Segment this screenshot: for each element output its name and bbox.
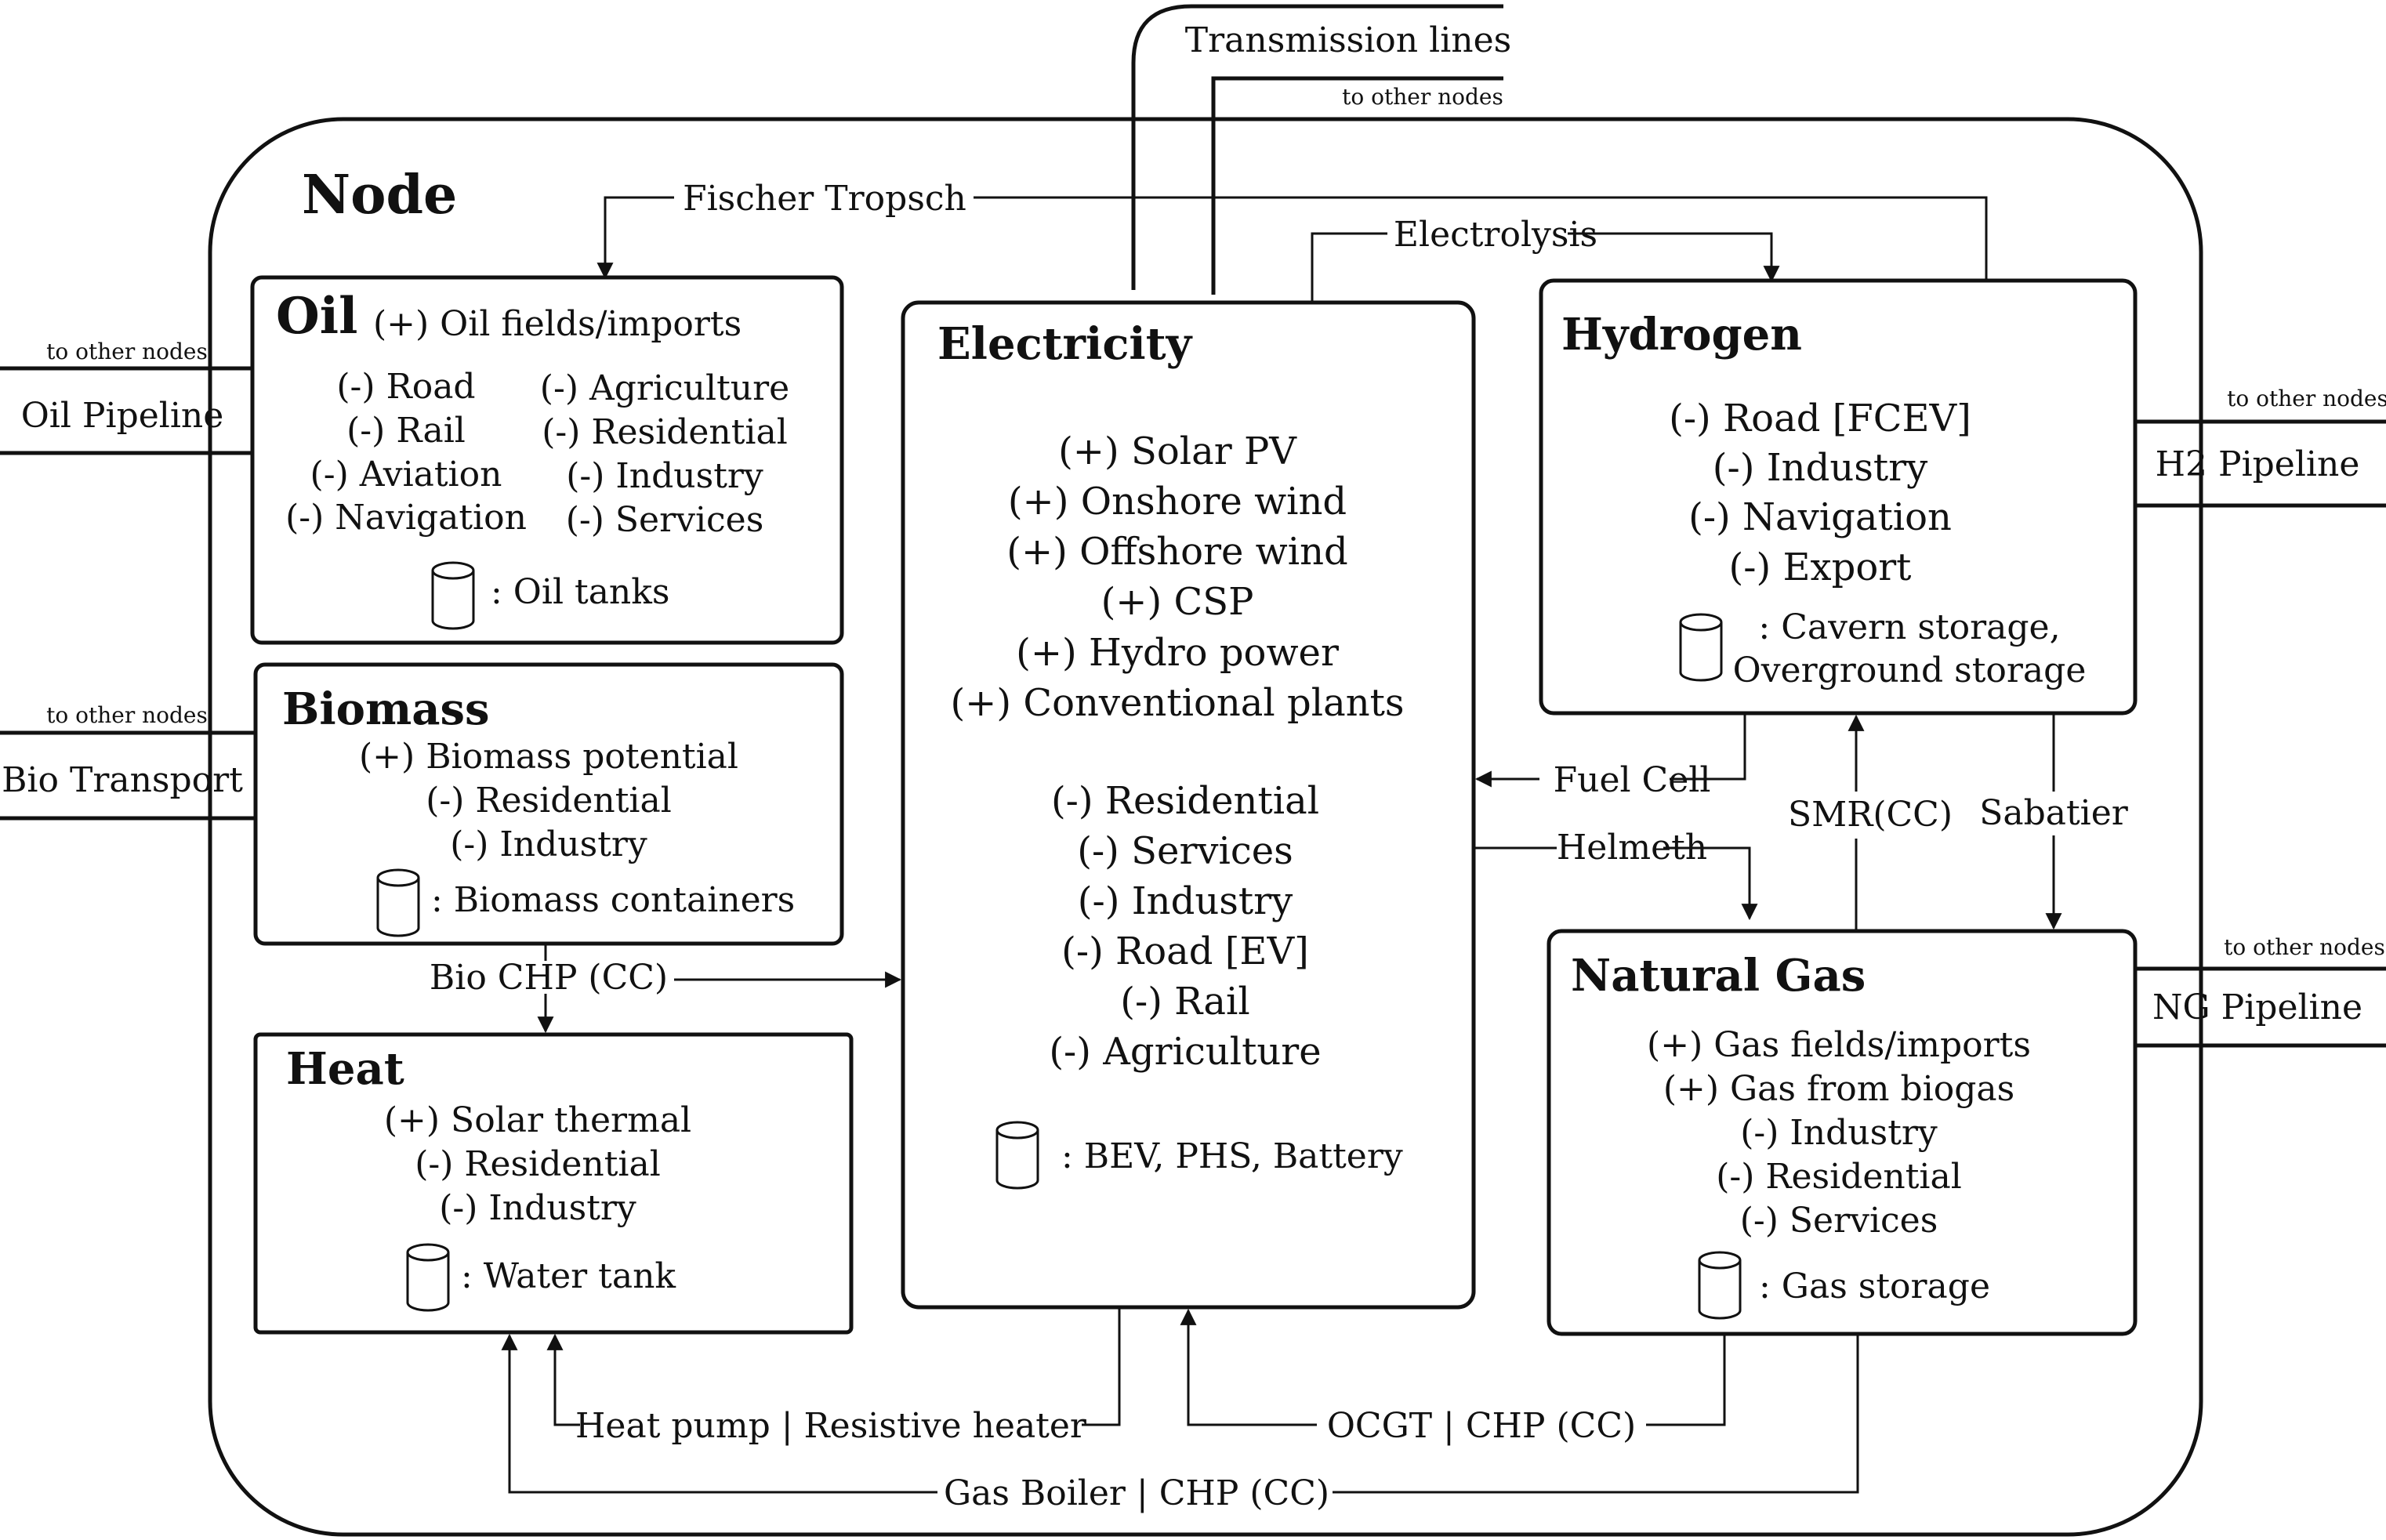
smr-label: SMR(CC) xyxy=(1788,795,1953,835)
elec-road-ev: (-) Road [EV] xyxy=(1061,929,1309,973)
ng-pipeline-other-nodes: to other nodes xyxy=(2224,934,2385,960)
elec-storage: : BEV, PHS, Battery xyxy=(1061,1136,1403,1176)
transmission-lines-label: Transmission lines xyxy=(1185,20,1511,60)
bio-transport-label: Bio Transport xyxy=(2,760,243,800)
heat-box: Heat (+) Solar thermal (-) Residential (… xyxy=(253,1032,854,1335)
electrolysis-link: Electrolysis xyxy=(1311,215,1780,303)
biomass-residential: (-) Residential xyxy=(426,781,672,821)
biomass-industry: (-) Industry xyxy=(450,824,647,864)
h2-industry: (-) Industry xyxy=(1713,446,1927,490)
oil-demand-industry: (-) Industry xyxy=(566,456,763,496)
gas-boiler-link: Gas Boiler | CHP (CC) xyxy=(501,1333,1859,1513)
oil-demand-agriculture: (-) Agriculture xyxy=(540,368,789,408)
biomass-box: Biomass (+) Biomass potential (-) Reside… xyxy=(253,662,844,946)
heat-residential: (-) Residential xyxy=(415,1144,661,1184)
gas-boiler-label: Gas Boiler | CHP (CC) xyxy=(944,1473,1329,1513)
bio-transport: to other nodes Bio Transport xyxy=(0,702,256,821)
h2-pipeline-label: H2 Pipeline xyxy=(2156,444,2360,484)
transmission-lines: Transmission lines to other nodes xyxy=(1131,4,1511,295)
ng-services: (-) Services xyxy=(1740,1201,1938,1241)
elec-conventional: (+) Conventional plants xyxy=(950,681,1404,725)
oil-demand-residential: (-) Residential xyxy=(542,412,788,452)
elec-solar-pv: (+) Solar PV xyxy=(1058,429,1297,473)
elec-offshore-wind: (+) Offshore wind xyxy=(1006,530,1348,574)
heat-storage-icon xyxy=(406,1243,450,1312)
elec-services: (-) Services xyxy=(1077,829,1293,873)
h2-navigation: (-) Navigation xyxy=(1688,495,1952,539)
electricity-title: Electricity xyxy=(937,318,1193,370)
oil-supply: (+) Oil fields/imports xyxy=(373,304,742,344)
helmeth-link: Helmeth xyxy=(1474,828,1758,921)
elec-hydro: (+) Hydro power xyxy=(1016,631,1339,675)
bio-chp-label: Bio CHP (CC) xyxy=(430,958,668,998)
heat-pump-link: Heat pump | Resistive heater xyxy=(546,1307,1121,1446)
oil-demand-rail: (-) Rail xyxy=(346,411,466,451)
ng-pipeline: to other nodes NG Pipeline xyxy=(2135,934,2386,1048)
oil-demand-navigation: (-) Navigation xyxy=(285,498,527,538)
hydrogen-title: Hydrogen xyxy=(1561,309,1802,361)
hydrogen-box: Hydrogen (-) Road [FCEV] (-) Industry (-… xyxy=(1539,278,2138,716)
oil-storage: : Oil tanks xyxy=(491,572,670,612)
ng-biogas: (+) Gas from biogas xyxy=(1663,1069,2014,1109)
helmeth-label: Helmeth xyxy=(1557,828,1707,868)
h2-export: (-) Export xyxy=(1729,545,1912,589)
sabatier-label: Sabatier xyxy=(1979,793,2129,833)
fuel-cell-label: Fuel Cell xyxy=(1554,760,1711,800)
oil-title: Oil xyxy=(276,287,357,346)
ng-industry: (-) Industry xyxy=(1740,1113,1938,1153)
natural-gas-title: Natural Gas xyxy=(1571,950,1866,1002)
ng-residential: (-) Residential xyxy=(1716,1157,1962,1197)
electricity-box: Electricity (+) Solar PV (+) Onshore win… xyxy=(901,300,1476,1310)
ng-pipeline-label: NG Pipeline xyxy=(2152,987,2362,1027)
electrolysis-label: Electrolysis xyxy=(1394,215,1597,255)
oil-demand-services: (-) Services xyxy=(566,500,764,540)
oil-demand-road: (-) Road xyxy=(336,367,475,407)
ng-storage-icon xyxy=(1698,1251,1742,1320)
fuel-cell-link: Fuel Cell xyxy=(1474,713,1746,800)
biomass-title: Biomass xyxy=(282,683,490,735)
h2-road-fcev: (-) Road [FCEV] xyxy=(1669,397,1971,440)
node-title: Node xyxy=(302,164,457,226)
h2-storage-icon xyxy=(1679,613,1723,682)
biomass-storage: : Biomass containers xyxy=(431,880,795,920)
node-boundary xyxy=(208,117,2203,1537)
oil-pipeline-label: Oil Pipeline xyxy=(21,396,224,436)
smr-link: SMR(CC) xyxy=(1788,714,1953,931)
bio-chp-link: Bio CHP (CC) xyxy=(430,944,902,1034)
heat-industry: (-) Industry xyxy=(439,1188,636,1228)
heat-storage: : Water tank xyxy=(461,1256,676,1296)
h2-storage-1: : Cavern storage, xyxy=(1758,607,2060,647)
ng-storage: : Gas storage xyxy=(1759,1266,1990,1306)
bio-transport-other-nodes: to other nodes xyxy=(46,702,208,728)
elec-residential: (-) Residential xyxy=(1051,779,1319,823)
ocgt-label: OCGT | CHP (CC) xyxy=(1327,1406,1636,1446)
elec-rail: (-) Rail xyxy=(1120,980,1250,1024)
elec-industry: (-) Industry xyxy=(1078,879,1293,923)
biomass-potential: (+) Biomass potential xyxy=(359,737,738,777)
h2-storage-2: Overground storage xyxy=(1733,650,2087,690)
elec-csp: (+) CSP xyxy=(1101,580,1254,624)
ocgt-link: OCGT | CHP (CC) xyxy=(1180,1308,1726,1446)
h2-pipeline: to other nodes H2 Pipeline xyxy=(2135,386,2386,508)
oil-demand-aviation: (-) Aviation xyxy=(310,455,502,495)
sabatier-link: Sabatier xyxy=(1979,713,2129,930)
elec-onshore-wind: (+) Onshore wind xyxy=(1008,480,1347,524)
heat-title: Heat xyxy=(286,1043,404,1095)
fischer-tropsch-label: Fischer Tropsch xyxy=(683,179,966,219)
heat-pump-label: Heat pump | Resistive heater xyxy=(575,1406,1087,1446)
transmission-other-nodes: to other nodes xyxy=(1342,84,1503,110)
oil-box: Oil (+) Oil fields/imports (-) Road (-) … xyxy=(250,275,844,645)
oil-storage-icon xyxy=(431,561,475,630)
elec-agriculture: (-) Agriculture xyxy=(1049,1030,1321,1074)
oil-pipeline: to other nodes Oil Pipeline xyxy=(0,339,252,455)
h2-pipeline-other-nodes: to other nodes xyxy=(2227,386,2386,411)
heat-solar-thermal: (+) Solar thermal xyxy=(384,1100,691,1140)
ng-gas-fields: (+) Gas fields/imports xyxy=(1647,1025,2031,1065)
elec-storage-icon xyxy=(995,1121,1039,1190)
biomass-storage-icon xyxy=(376,868,420,937)
natural-gas-box: Natural Gas (+) Gas fields/imports (+) G… xyxy=(1547,929,2138,1336)
oil-pipeline-other-nodes: to other nodes xyxy=(46,339,208,364)
fischer-tropsch-link: Fischer Tropsch xyxy=(596,179,1988,281)
